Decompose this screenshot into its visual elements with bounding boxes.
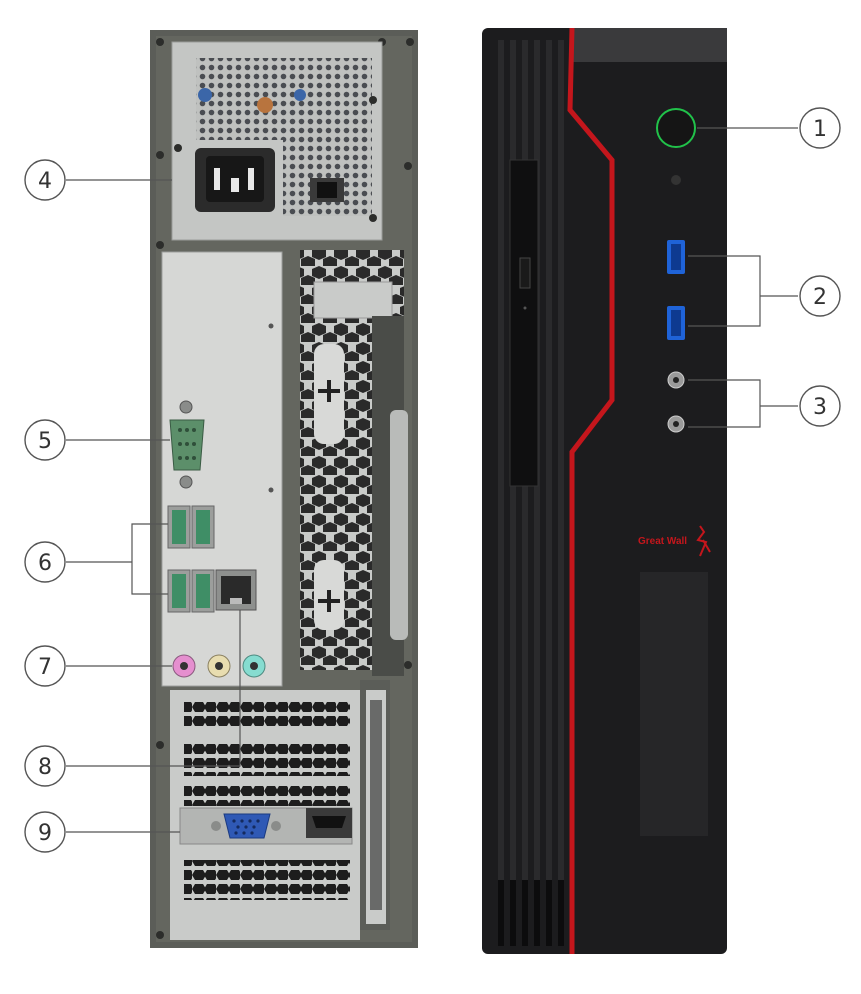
callout-2: 2	[799, 275, 841, 317]
serial-port[interactable]	[169, 400, 205, 489]
callout-3-number: 3	[813, 395, 827, 420]
callout-6-number: 6	[38, 551, 52, 576]
callout-8: 8	[24, 745, 66, 787]
callout-4-number: 4	[38, 169, 52, 194]
callout-lines	[66, 127, 798, 833]
callout-9: 9	[24, 811, 66, 853]
callout-9-number: 9	[38, 821, 52, 846]
callout-badges: 1 2 3 4 5 6 7 8	[24, 107, 841, 853]
front-usb-ports[interactable]	[667, 240, 685, 340]
callout-7-number: 7	[38, 655, 52, 680]
rear-view	[150, 30, 418, 948]
hdd-led	[671, 175, 681, 185]
callout-3: 3	[799, 385, 841, 427]
power-supply	[171, 41, 383, 241]
front-ribs	[498, 40, 564, 940]
hdmi-port[interactable]	[306, 808, 352, 838]
io-shield	[161, 251, 283, 687]
optical-drive[interactable]	[509, 159, 539, 487]
expansion-slots	[170, 680, 390, 940]
power-inlet[interactable]	[195, 148, 275, 212]
callout-8-number: 8	[38, 755, 52, 780]
rear-audio-jacks[interactable]	[172, 654, 266, 678]
callout-7: 7	[24, 645, 66, 687]
power-switch[interactable]	[310, 178, 344, 202]
callout-1: 1	[799, 107, 841, 149]
callout-1-number: 1	[813, 117, 827, 142]
ethernet-port[interactable]	[215, 569, 257, 611]
red-accent-stripe	[567, 27, 615, 954]
rear-usb-ports[interactable]	[167, 505, 215, 613]
power-button[interactable]	[656, 108, 696, 148]
brand-logo: Great Wall	[638, 525, 711, 557]
callout-2-number: 2	[813, 285, 827, 310]
brand-logo-text: Great Wall	[638, 536, 687, 547]
rear-vent	[300, 250, 408, 676]
callout-5: 5	[24, 419, 66, 461]
callout-6: 6	[24, 541, 66, 583]
callout-4: 4	[24, 159, 66, 201]
callout-5-number: 5	[38, 429, 52, 454]
front-bottom-vents	[498, 880, 564, 946]
front-view: Great Wall	[482, 27, 727, 954]
front-audio-jacks[interactable]	[667, 371, 685, 433]
front-label-panel	[640, 572, 708, 836]
